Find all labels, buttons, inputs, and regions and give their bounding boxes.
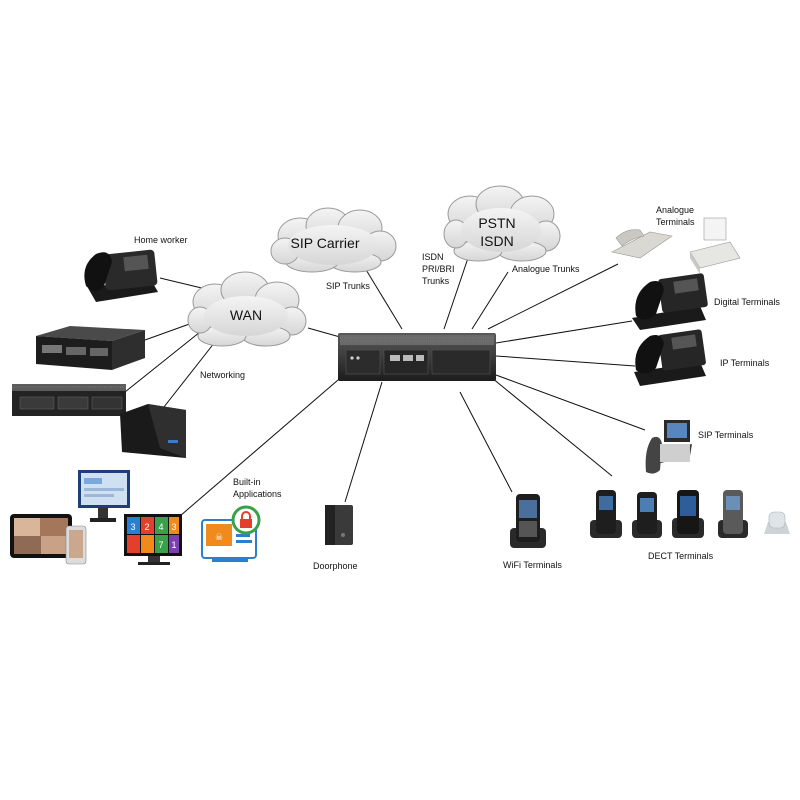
cordless-phone-icon: [672, 490, 704, 538]
analogue-terminals-label-line1: Analogue: [656, 205, 694, 215]
isdn-label-line1: ISDN: [422, 252, 444, 262]
line-sip-terminals-pbx: [495, 374, 646, 431]
cordless-phone-icon: [764, 511, 790, 534]
app-tile-5: 1: [171, 540, 176, 550]
digital-terminal: [632, 273, 708, 330]
line-dect-pbx: [491, 377, 613, 477]
central-pbx: [338, 333, 496, 381]
networking-label: Networking: [200, 370, 245, 380]
smartphone-icon: [65, 525, 87, 565]
dect-terminals-label: DECT Terminals: [648, 551, 714, 561]
wall-cabinet: [120, 404, 186, 458]
desk-phone-icon: [632, 273, 708, 330]
ip-terminal: [634, 329, 706, 386]
fax-icon: [689, 217, 741, 274]
desk-phone-icon: [645, 420, 692, 474]
home-worker-phone: [84, 249, 158, 302]
line-server2-wan: [124, 331, 201, 393]
line-applications-pbx: [179, 373, 346, 517]
home-worker-label: Home worker: [134, 235, 188, 245]
line-sip-carrier-pbx: [364, 267, 403, 330]
builtin-applications-label-line2: Applications: [233, 489, 282, 499]
server-unit-slim: [12, 384, 126, 416]
tablet-icon: [10, 514, 72, 558]
ip-terminals-label: IP Terminals: [720, 358, 770, 368]
builtin-applications-label-line1: Built-in: [233, 477, 261, 487]
analogue-terminals-label-line2: Terminals: [656, 217, 695, 227]
cordless-phone-icon: [632, 492, 662, 538]
cloud-wan: WAN: [187, 271, 307, 347]
wifi-handset: [510, 494, 546, 548]
sip-terminal: [645, 420, 692, 474]
doorphone-icon: [325, 505, 353, 545]
sip-carrier-label: SIP Carrier: [291, 235, 360, 251]
applications-group: 3 2 4 3 7 1 ☠: [10, 470, 261, 565]
analogue-trunks-label: Analogue Trunks: [512, 264, 580, 274]
sip-trunks-label: SIP Trunks: [326, 281, 370, 291]
app-tile-0: 3: [130, 522, 135, 532]
line-ip-terminals-pbx: [495, 355, 636, 367]
app-tile-1: 2: [144, 522, 149, 532]
app-tile-2: 4: [158, 522, 163, 532]
cloud-pstn-isdn: PSTN ISDN: [443, 185, 561, 262]
cordless-phone-icon: [510, 494, 546, 548]
wifi-terminals-label: WiFi Terminals: [503, 560, 562, 570]
line-cabinet-wan: [159, 341, 216, 413]
pstn-label: PSTN: [478, 215, 515, 231]
line-digital-terminals-pbx: [495, 320, 633, 344]
line-analogue-terminals-pbx: [487, 263, 619, 330]
app-tile-4: 7: [158, 540, 163, 550]
monitor-icon: 3 2 4 3 7 1: [124, 514, 182, 565]
desk-phone-icon: [634, 329, 706, 386]
line-wifi-pbx: [459, 391, 513, 493]
doorphone-label: Doorphone: [313, 561, 358, 571]
line-server-wan: [144, 321, 196, 341]
monitor-icon: [78, 470, 130, 522]
wan-label: WAN: [230, 307, 262, 323]
cloud-icon: [270, 207, 397, 273]
line-wan-pbx: [307, 327, 341, 338]
pbx-server-icon: [36, 326, 145, 370]
pbx-server-icon: [120, 404, 186, 458]
connector-lines: [124, 257, 646, 517]
pbx-server-icon: [12, 384, 126, 416]
text-labels: Home worker SIP Trunks ISDN PRI/BRI Trun…: [134, 205, 780, 571]
cordless-phone-icon: [590, 490, 622, 538]
sip-terminals-label: SIP Terminals: [698, 430, 754, 440]
isdn-label-line3: Trunks: [422, 276, 450, 286]
cloud-sip-carrier: SIP Carrier: [270, 207, 397, 273]
analogue-terminals: [611, 217, 741, 274]
isdn-label-line2: PRI/BRI: [422, 264, 455, 274]
dect-handsets: [590, 490, 790, 538]
cordless-phone-icon: [718, 490, 748, 538]
isdn-cloud-label: ISDN: [480, 233, 513, 249]
line-doorphone-pbx: [344, 381, 383, 503]
cloud-icon: [443, 185, 561, 262]
app-tile-3: 3: [171, 522, 176, 532]
doorphone: [325, 505, 353, 545]
cloud-icon: [187, 271, 307, 347]
line-isdn-pbx: [443, 257, 469, 330]
security-app-icon: ☠: [201, 505, 261, 562]
desk-phone-icon: [84, 249, 158, 302]
server-unit-large: [36, 326, 145, 370]
desk-phone-icon: [611, 229, 673, 259]
digital-terminals-label: Digital Terminals: [714, 297, 780, 307]
svg-text:☠: ☠: [215, 532, 223, 542]
line-analogue-trunks-pbx: [471, 271, 509, 330]
